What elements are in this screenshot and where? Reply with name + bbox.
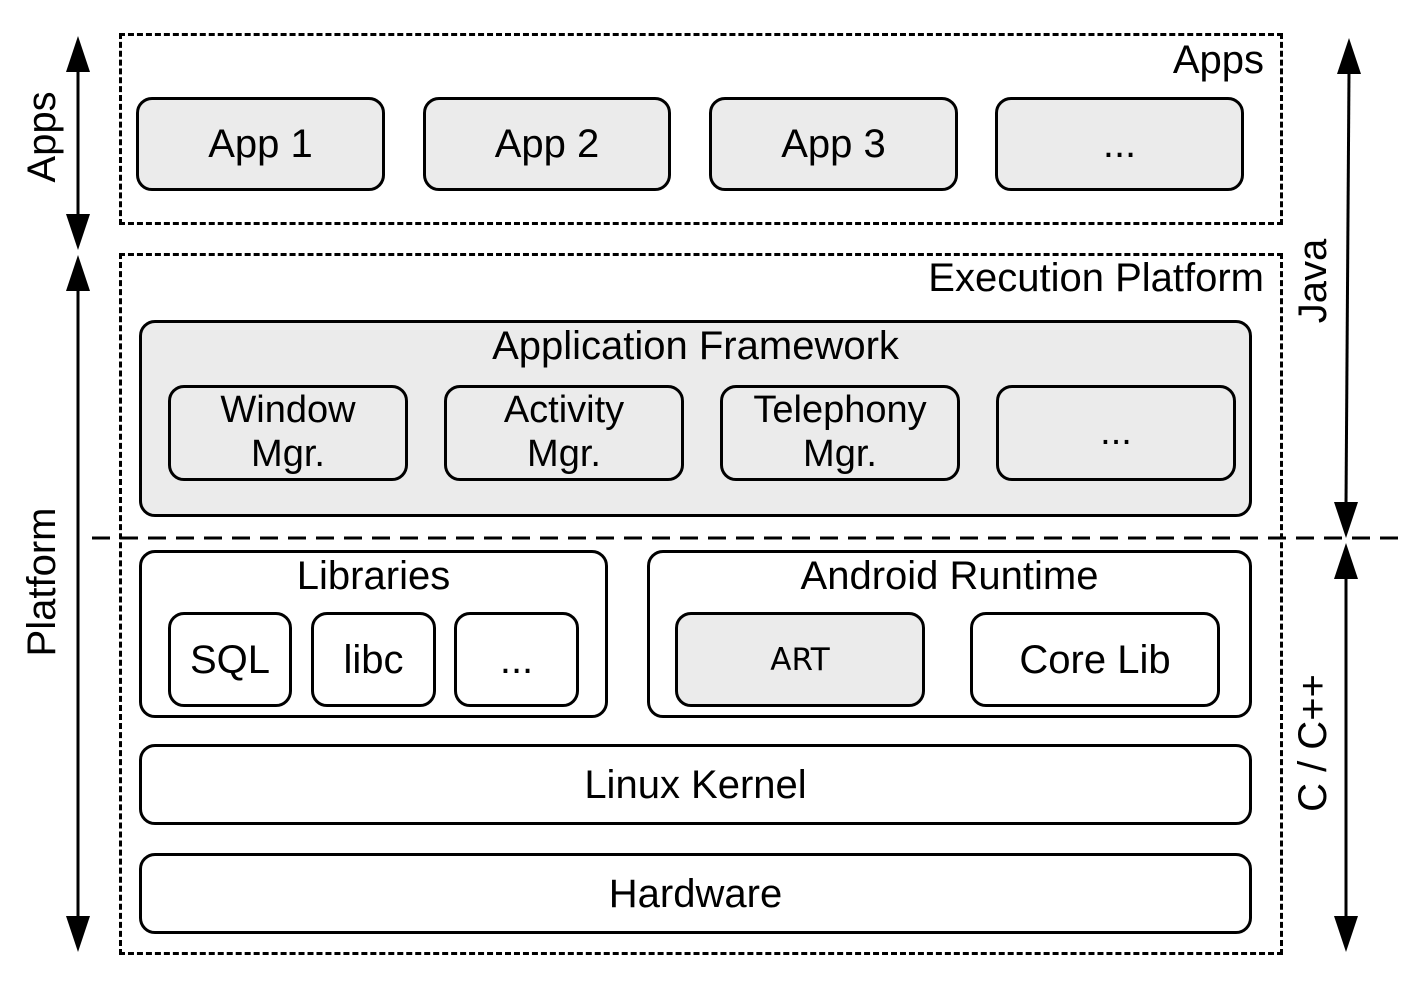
window-manager-line1: Window: [220, 389, 356, 432]
application-framework-title: Application Framework: [492, 324, 899, 368]
sql-label: SQL: [189, 637, 271, 682]
right-c-cpp-label: C / C++: [1291, 674, 1335, 812]
telephony-manager-line2: Mgr.: [803, 433, 877, 475]
linux-kernel-box[interactable]: Linux Kernel: [139, 744, 1252, 825]
android-runtime-title: Android Runtime: [800, 554, 1099, 598]
sql-box[interactable]: SQL: [168, 612, 292, 707]
activity-manager-box[interactable]: Activity Mgr.: [444, 385, 684, 481]
execution-platform-layer: [119, 253, 1283, 955]
app-1-box[interactable]: App 1: [136, 97, 385, 191]
hardware-label: Hardware: [608, 871, 783, 916]
libc-box[interactable]: libc: [311, 612, 436, 707]
app-more-label: ...: [1102, 122, 1137, 166]
app-2-box[interactable]: App 2: [423, 97, 671, 191]
telephony-manager-line1: Telephony: [753, 389, 927, 432]
hardware-box[interactable]: Hardware: [139, 853, 1252, 934]
apps-layer: [119, 33, 1283, 225]
right-java-label: Java: [1291, 238, 1335, 324]
framework-more-label: ...: [1100, 411, 1132, 454]
libraries-more-box[interactable]: ...: [454, 612, 579, 707]
apps-layer-title: Apps: [1172, 38, 1264, 82]
window-manager-box[interactable]: Window Mgr.: [168, 385, 408, 481]
left-platform-label: Platform: [20, 507, 64, 657]
activity-manager-line2: Mgr.: [527, 433, 601, 475]
core-lib-label: Core Lib: [1019, 637, 1171, 682]
libraries-title: Libraries: [296, 554, 451, 598]
libc-label: libc: [343, 637, 404, 682]
window-manager-line2: Mgr.: [251, 433, 325, 475]
art-box[interactable]: ART: [675, 612, 925, 707]
framework-more-box[interactable]: ...: [996, 385, 1236, 481]
linux-kernel-label: Linux Kernel: [584, 762, 807, 807]
java-span-arrow: [1334, 38, 1361, 538]
c-cpp-span-arrow: [1334, 543, 1358, 952]
app-1-label: App 1: [208, 122, 313, 166]
art-label: ART: [770, 641, 830, 678]
app-more-box[interactable]: ...: [995, 97, 1244, 191]
app-2-label: App 2: [494, 122, 600, 166]
apps-span-arrow: [66, 36, 90, 250]
core-lib-box[interactable]: Core Lib: [970, 612, 1220, 707]
libraries-more-label: ...: [499, 637, 534, 682]
app-3-label: App 3: [781, 122, 886, 166]
app-3-box[interactable]: App 3: [709, 97, 958, 191]
activity-manager-line1: Activity: [503, 389, 625, 432]
left-apps-label: Apps: [20, 91, 64, 183]
execution-platform-title: Execution Platform: [928, 256, 1264, 300]
platform-span-arrow: [66, 255, 90, 952]
telephony-manager-box[interactable]: Telephony Mgr.: [720, 385, 960, 481]
